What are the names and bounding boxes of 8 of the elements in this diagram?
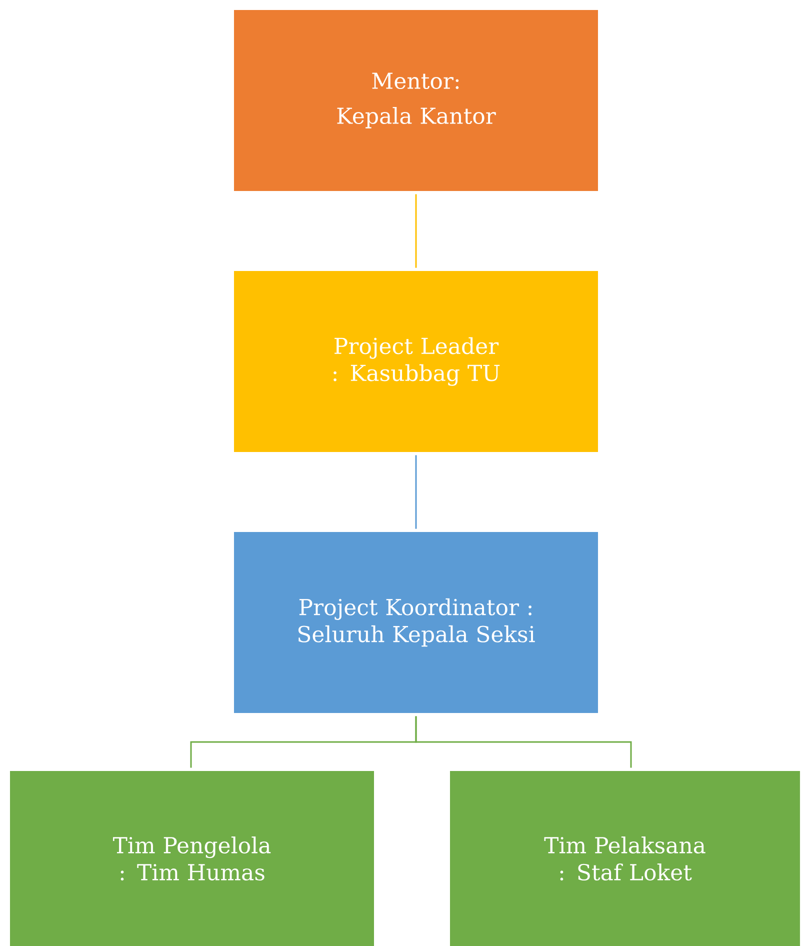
org-box: Project Leader : Kasubbag TU [234,271,598,452]
org-box: Mentor: Kepala Kantor [234,10,598,191]
connector-line [415,455,417,529]
connector-line [415,194,417,268]
org-box: Tim Pelaksana : Staf Loket [450,771,800,946]
org-box: Project Koordinator : Seluruh Kepala Seksi [234,532,598,713]
org-box: Tim Pengelola : Tim Humas [10,771,374,946]
connector-line [415,716,632,768]
